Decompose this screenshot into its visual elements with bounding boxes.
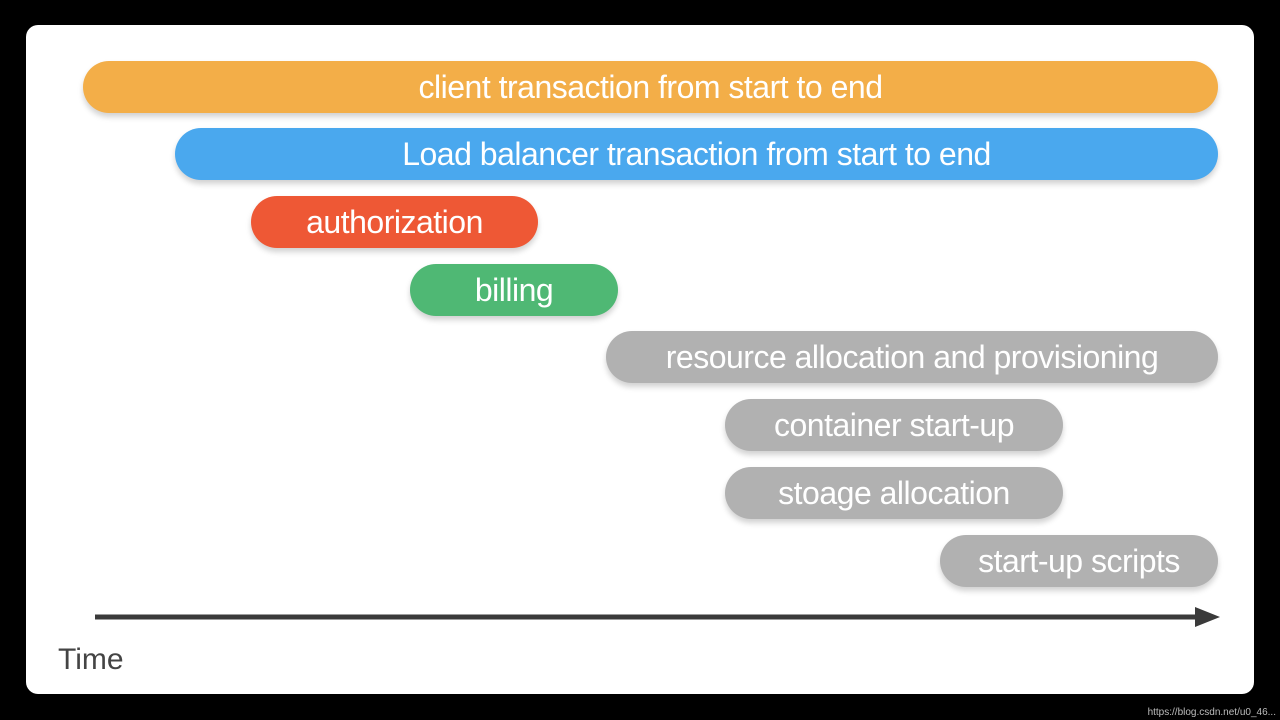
bar-load-balancer-label: Load balancer transaction from start to …: [402, 135, 991, 172]
bar-billing: billing: [410, 264, 618, 316]
bar-container-startup: container start-up: [725, 399, 1063, 451]
bar-client-transaction-label: client transaction from start to end: [418, 68, 884, 105]
bar-startup-scripts: start-up scripts: [940, 535, 1218, 587]
watermark-url: https://blog.csdn.net/u0_46...: [1147, 707, 1276, 718]
time-axis-arrow: [95, 607, 1220, 627]
time-axis-arrowhead: [1195, 607, 1220, 627]
diagram-canvas: client transaction from start to end Loa…: [26, 25, 1254, 694]
bar-storage-allocation: stoage allocation: [725, 467, 1063, 519]
bar-authorization: authorization: [251, 196, 538, 248]
bar-resource-allocation-label: resource allocation and provisioning: [665, 338, 1159, 375]
bar-container-startup-label: container start-up: [773, 406, 1015, 443]
bar-storage-allocation-label: stoage allocation: [778, 474, 1010, 511]
bar-billing-label: billing: [474, 271, 554, 308]
bar-startup-scripts-label: start-up scripts: [978, 542, 1180, 579]
bar-authorization-label: authorization: [306, 203, 483, 240]
time-axis-label: Time: [58, 643, 124, 676]
bar-client-transaction: client transaction from start to end: [83, 61, 1218, 113]
bar-resource-allocation: resource allocation and provisioning: [606, 331, 1218, 383]
bar-load-balancer-transaction: Load balancer transaction from start to …: [175, 128, 1218, 180]
